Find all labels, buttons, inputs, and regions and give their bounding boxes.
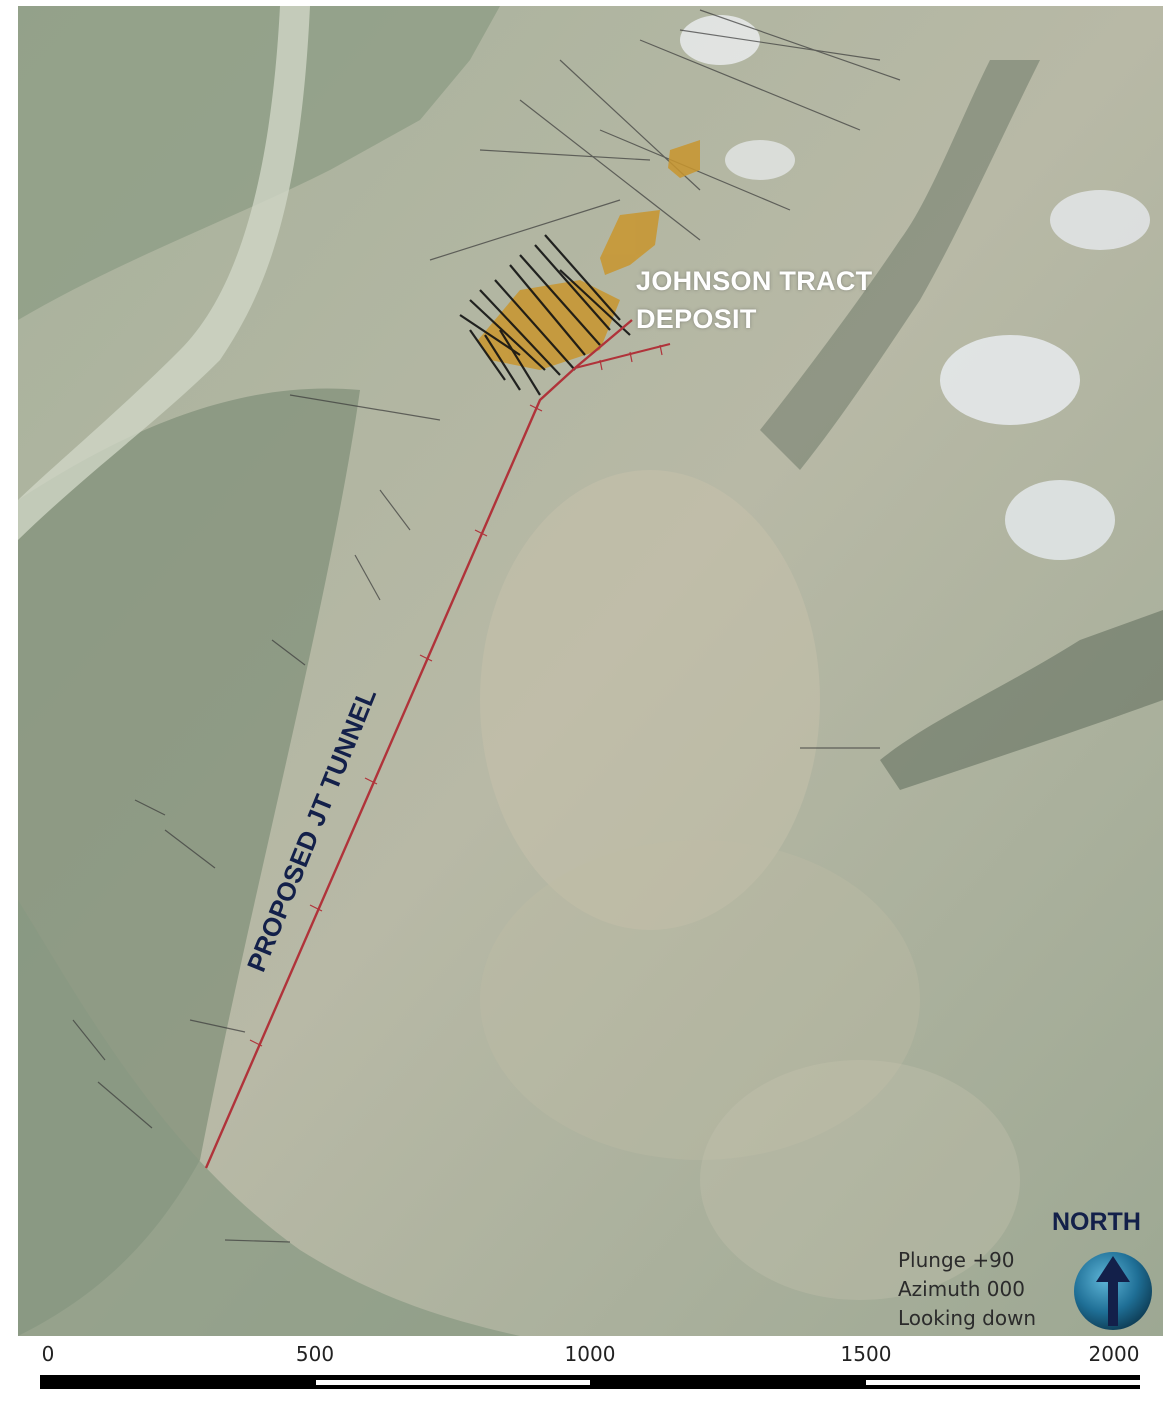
- north-label: NORTH: [1052, 1208, 1141, 1236]
- scale-tick-1000: 1000: [564, 1342, 616, 1366]
- deposit-label-line-2: DEPOSIT: [636, 304, 757, 334]
- view-azimuth: Azimuth 000: [898, 1277, 1025, 1301]
- scale-tick-0: 0: [41, 1342, 55, 1366]
- deposit-label-line-1: JOHNSON TRACT: [636, 266, 873, 296]
- view-plunge: Plunge +90: [898, 1248, 1015, 1272]
- view-direction: Looking down: [898, 1306, 1037, 1330]
- scale-tick-1500: 1500: [840, 1342, 892, 1366]
- deposit-label: JOHNSON TRACT DEPOSIT: [636, 262, 872, 338]
- scale-tick-500: 500: [295, 1342, 335, 1366]
- scale-tick-2000: 2000: [1088, 1342, 1140, 1366]
- view-info: Plunge +90 Azimuth 000 Looking down: [898, 1246, 1036, 1333]
- scale-bar: [40, 1375, 1140, 1389]
- north-arrow-icon: [1074, 1252, 1152, 1330]
